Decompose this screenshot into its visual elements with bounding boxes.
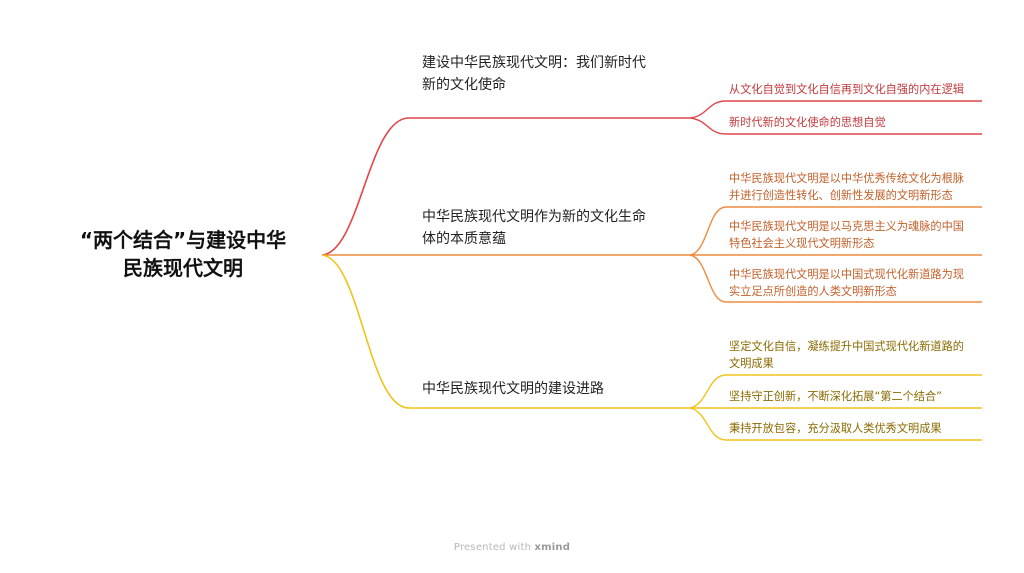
subtopic-3-1[interactable]: 坚定文化自信，凝练提升中国式现代化新道路的 文明成果 <box>729 338 981 372</box>
subtopic-1-2-line-1: 新时代新的文化使命的思想自觉 <box>729 116 886 129</box>
connector-branch-1-leaf-1 <box>689 100 982 119</box>
subtopic-2-1[interactable]: 中华民族现代文明是以中华优秀传统文化为根脉 并进行创造性转化、创新性发展的文明新… <box>729 170 981 204</box>
main-topic-3-line-1: 中华民族现代文明的建设进路 <box>422 381 604 397</box>
subtopic-3-2-line-1: 坚持守正创新，不断深化拓展“第二个结合” <box>729 390 942 403</box>
subtopic-1-2[interactable]: 新时代新的文化使命的思想自觉 <box>729 114 981 131</box>
main-topic-2[interactable]: 中华民族现代文明作为新的文化生命 体的本质意蕴 <box>422 206 672 250</box>
subtopic-3-1-line-2: 文明成果 <box>729 357 774 370</box>
subtopic-2-1-line-1: 中华民族现代文明是以中华优秀传统文化为根脉 <box>729 172 964 185</box>
subtopic-2-2-line-2: 特色社会主义现代文明新形态 <box>729 237 875 250</box>
connector-root-branch-1 <box>321 117 690 256</box>
subtopic-2-2[interactable]: 中华民族现代文明是以马克思主义为魂脉的中国 特色社会主义现代文明新形态 <box>729 218 981 252</box>
subtopic-3-2[interactable]: 坚持守正创新，不断深化拓展“第二个结合” <box>729 388 981 405</box>
connector-branch-3-leaf-3 <box>689 407 982 441</box>
connector-branch-3-leaf-1 <box>689 374 982 409</box>
main-topic-2-line-1: 中华民族现代文明作为新的文化生命 <box>422 209 646 225</box>
subtopic-3-3-line-1: 秉持开放包容，充分汲取人类优秀文明成果 <box>729 422 942 435</box>
subtopic-1-1[interactable]: 从文化自觉到文化自信再到文化自强的内在逻辑 <box>729 81 981 98</box>
subtopic-1-1-line-1: 从文化自觉到文化自信再到文化自强的内在逻辑 <box>729 83 964 96</box>
presented-with-footer: Presented with xmind <box>0 542 1024 553</box>
subtopic-2-3-line-2: 实立足点所创造的人类文明新形态 <box>729 285 897 298</box>
main-topic-2-line-2: 体的本质意蕴 <box>422 231 506 247</box>
subtopic-3-3[interactable]: 秉持开放包容，充分汲取人类优秀文明成果 <box>729 420 981 437</box>
central-topic-line-1: “两个结合”与建设中华 <box>79 228 287 252</box>
main-topic-3[interactable]: 中华民族现代文明的建设进路 <box>422 378 672 400</box>
connector-branch-1-leaf-2 <box>689 117 982 135</box>
subtopic-2-2-line-1: 中华民族现代文明是以马克思主义为魂脉的中国 <box>729 220 964 233</box>
main-topic-1-line-2: 新的文化使命 <box>422 77 506 93</box>
xmind-logo: xmind <box>534 542 571 553</box>
subtopic-2-3[interactable]: 中华民族现代文明是以中国式现代化新道路为现 实立足点所创造的人类文明新形态 <box>729 266 981 300</box>
central-topic[interactable]: “两个结合”与建设中华 民族现代文明 <box>52 226 314 282</box>
main-topic-1[interactable]: 建设中华民族现代文明：我们新时代 新的文化使命 <box>422 52 672 96</box>
subtopic-2-3-line-1: 中华民族现代文明是以中国式现代化新道路为现 <box>729 268 964 281</box>
subtopic-3-1-line-1: 坚定文化自信，凝练提升中国式现代化新道路的 <box>729 340 964 353</box>
subtopic-2-1-line-2: 并进行创造性转化、创新性发展的文明新形态 <box>729 189 953 202</box>
main-topic-1-line-1: 建设中华民族现代文明：我们新时代 <box>422 55 646 71</box>
connector-branch-2-leaf-3 <box>689 254 982 303</box>
connector-branch-2-leaf-1 <box>689 206 982 256</box>
footer-prefix: Presented with <box>453 542 532 553</box>
central-topic-line-2: 民族现代文明 <box>123 256 243 280</box>
connector-root-branch-3 <box>321 254 690 409</box>
